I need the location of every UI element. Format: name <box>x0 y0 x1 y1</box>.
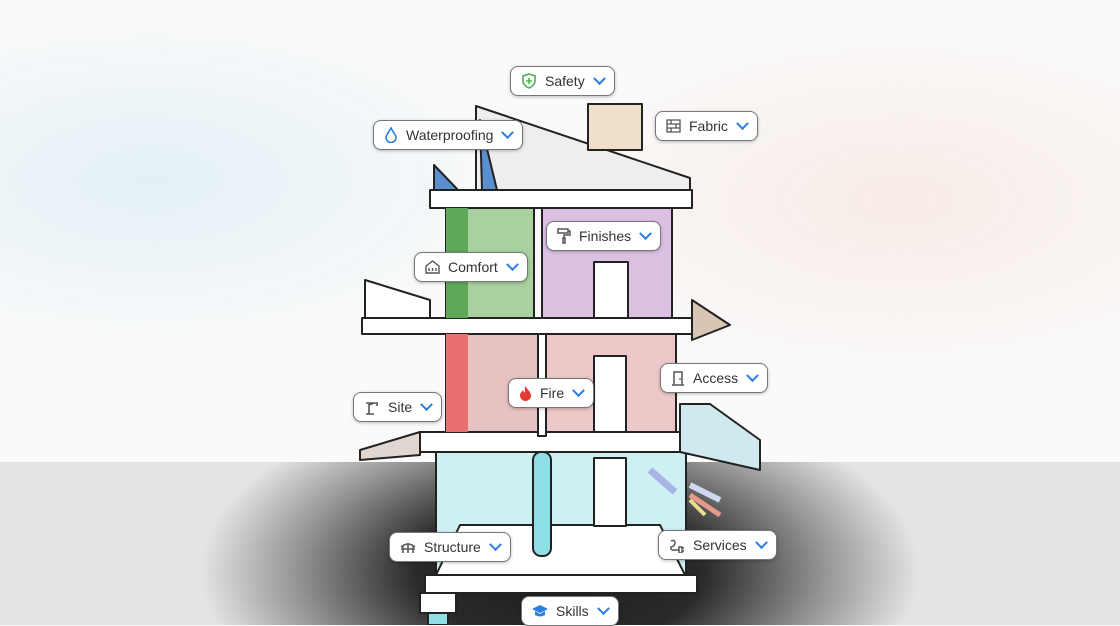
chevron-down-icon <box>505 257 519 271</box>
graduation-cap-icon <box>532 605 548 617</box>
paint-roller-icon <box>557 228 571 244</box>
shield-plus-icon <box>522 73 536 89</box>
chevron-down-icon <box>592 71 606 85</box>
category-label: Structure <box>424 539 481 555</box>
chevron-down-icon <box>639 226 653 240</box>
category-services-dropdown[interactable]: Services <box>658 530 777 560</box>
plug-icon <box>670 539 684 553</box>
category-structure-dropdown[interactable]: Structure <box>389 532 511 562</box>
chevron-down-icon <box>420 397 433 411</box>
category-label: Services <box>693 537 747 553</box>
chevron-down-icon <box>488 537 502 551</box>
category-fire-dropdown[interactable]: Fire <box>508 378 595 408</box>
category-label: Comfort <box>448 259 498 275</box>
category-comfort-dropdown[interactable]: Comfort <box>414 252 528 282</box>
category-safety-dropdown[interactable]: Safety <box>510 66 615 96</box>
chevron-down-icon <box>501 125 515 139</box>
brick-wall-icon <box>666 119 681 133</box>
door-icon <box>672 370 684 386</box>
chevron-down-icon <box>746 368 759 382</box>
column <box>532 451 552 557</box>
category-fabric-dropdown[interactable]: Fabric <box>655 111 758 141</box>
bridge-icon <box>400 543 416 553</box>
water-drop-icon <box>385 127 397 143</box>
category-finishes-dropdown[interactable]: Finishes <box>546 221 662 251</box>
chevron-down-icon <box>736 116 749 130</box>
category-label: Site <box>388 399 413 415</box>
flame-icon <box>520 386 531 401</box>
chimney <box>587 103 643 151</box>
category-label: Fire <box>540 385 565 401</box>
category-label: Waterproofing <box>406 127 494 143</box>
category-label: Finishes <box>579 228 632 244</box>
category-access-dropdown[interactable]: Access <box>660 363 769 393</box>
crane-icon <box>366 401 378 415</box>
chevron-down-icon <box>754 535 768 549</box>
chevron-down-icon <box>596 601 610 615</box>
heater-icon <box>425 260 440 274</box>
category-waterproofing-dropdown[interactable]: Waterproofing <box>373 120 524 150</box>
category-label: Fabric <box>689 118 728 134</box>
chevron-down-icon <box>572 383 585 397</box>
category-skills-dropdown[interactable]: Skills <box>521 596 619 626</box>
category-label: Safety <box>545 73 585 89</box>
category-site-dropdown[interactable]: Site <box>353 392 443 422</box>
category-label: Skills <box>556 603 589 619</box>
category-label: Access <box>693 370 739 386</box>
